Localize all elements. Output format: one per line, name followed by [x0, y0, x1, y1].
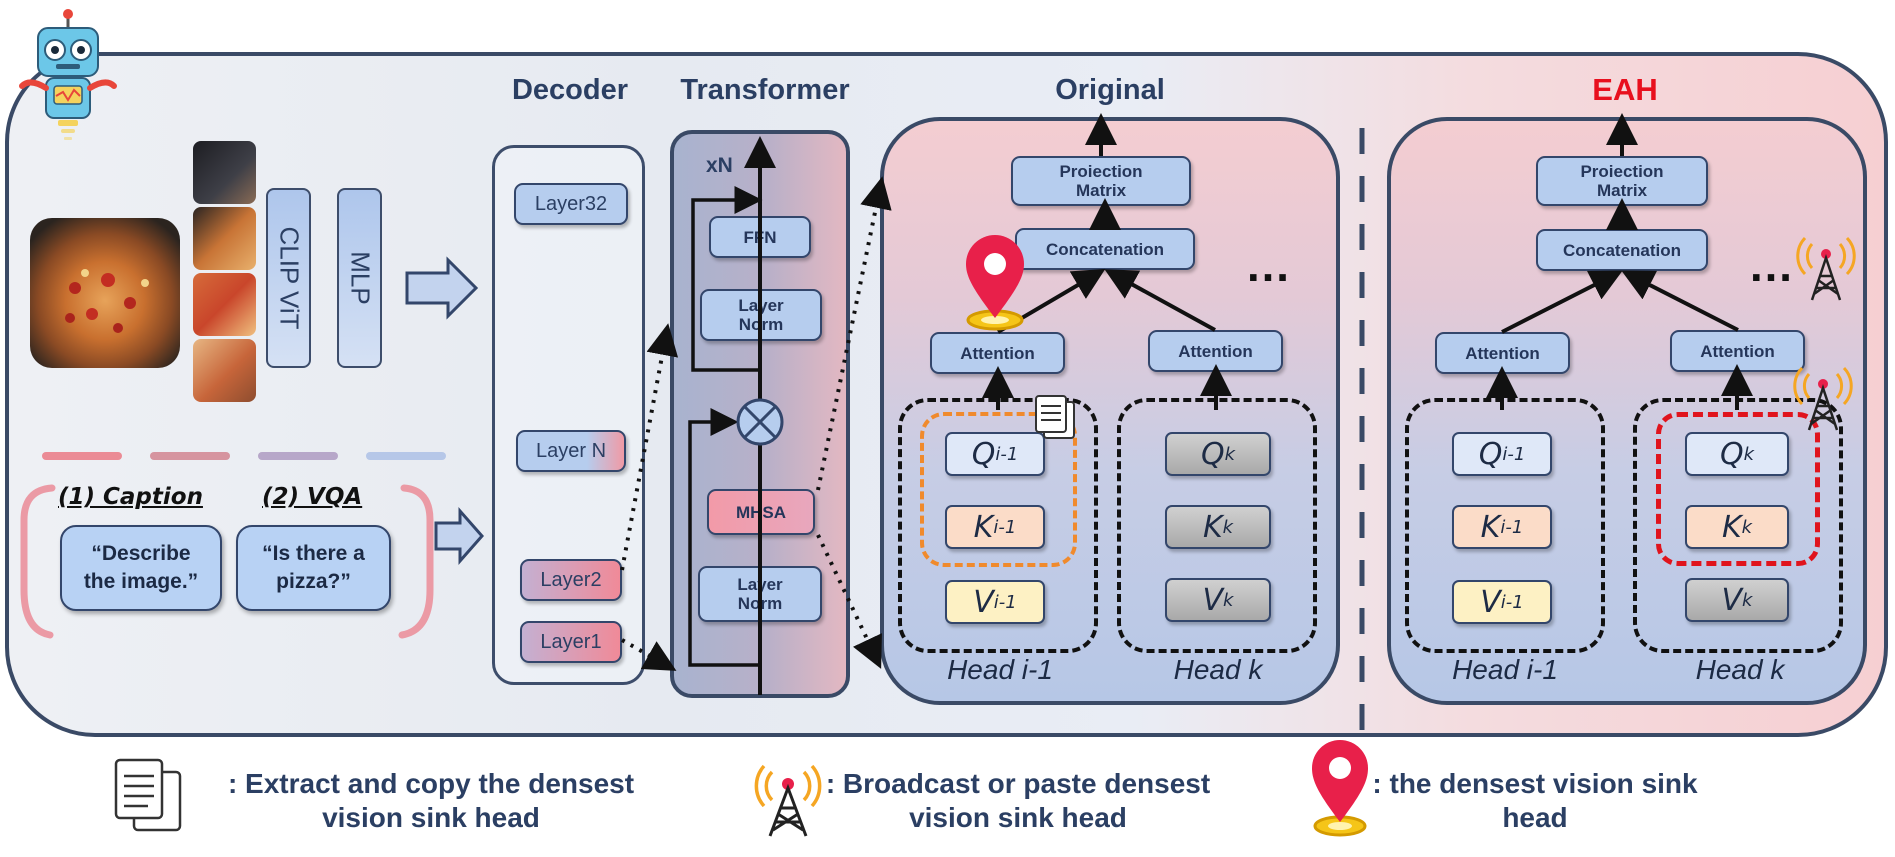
layer-norm-bottom-box: Layer Norm — [698, 566, 822, 622]
v-right-letter: V — [1202, 582, 1224, 618]
legend-location-pin-icon — [1312, 740, 1368, 837]
eah-q-left-sub: i-1 — [1502, 443, 1526, 465]
separator-bar-3 — [258, 452, 338, 460]
v-left-sub: i-1 — [993, 591, 1017, 613]
layer-norm-top-box: Layer Norm — [700, 289, 822, 341]
image-patch-2 — [193, 207, 256, 270]
eah-k-right-letter: K — [1721, 509, 1742, 545]
decoder-layern: Layer N — [516, 430, 626, 472]
eah-attention-right: Attention — [1670, 330, 1805, 372]
v-left-letter: V — [973, 584, 994, 620]
legend-copy-text: : Extract and copy the densest vision si… — [227, 768, 635, 833]
eah-v-right-letter: V — [1721, 582, 1743, 618]
decoder-frame — [492, 145, 645, 685]
repeat-label: xN — [706, 154, 733, 177]
q-left-letter: Q — [971, 436, 996, 472]
mhsa-box: MHSA — [707, 489, 815, 535]
q-right-sub: k — [1224, 443, 1236, 465]
clip-vit-label: CLIP ViT — [274, 226, 304, 330]
eah-head-right-label: Head k — [1695, 654, 1785, 685]
q-right-letter: Q — [1200, 436, 1225, 472]
pizza-toppings — [65, 269, 149, 333]
q-left-sub: i-1 — [995, 443, 1019, 465]
decoder-title: Decoder — [511, 74, 629, 106]
separator-bar-2 — [150, 452, 230, 460]
eah-q-right-letter: Q — [1719, 436, 1744, 472]
eah-concat-box: Concatenation — [1536, 229, 1708, 271]
pizza-image — [30, 218, 180, 368]
eah-ellipsis: … — [1748, 239, 1794, 291]
vqa-prompt-bubble: “Is there a pizza?” — [236, 525, 391, 611]
k-right-letter: K — [1202, 509, 1223, 545]
mlp-block: MLP — [337, 188, 382, 368]
original-ellipsis: … — [1245, 239, 1291, 291]
decoder-layer2: Layer2 — [520, 559, 622, 601]
caption-prompt-bubble: “Describe the image.” — [60, 525, 222, 611]
decoder-layer32: Layer32 — [514, 183, 628, 225]
eah-attention-left: Attention — [1435, 332, 1570, 374]
decoder-layer1: Layer1 — [520, 621, 622, 663]
eah-v-left-sub: i-1 — [1500, 591, 1524, 613]
image-patch-4 — [193, 339, 256, 402]
legend-pin-text: : the densest vision sink head — [1372, 768, 1698, 833]
original-title: Original — [1055, 74, 1165, 106]
original-head-right-label: Head k — [1173, 654, 1263, 685]
k-left-letter: K — [973, 509, 994, 545]
ffn-box: FFN — [709, 216, 811, 258]
original-head-left-label: Head i-1 — [947, 654, 1053, 685]
eah-q-left-letter: Q — [1478, 436, 1503, 472]
eah-k-left-sub: i-1 — [1500, 516, 1524, 538]
eah-title: EAH — [1592, 72, 1658, 107]
caption-label: (1) Caption — [58, 484, 203, 510]
original-concat-box: Concatenation — [1015, 228, 1195, 270]
eah-k-left-letter: K — [1480, 509, 1501, 545]
separator-bar-4 — [366, 452, 446, 460]
legend-broadcast-text: : Broadcast or paste densest vision sink… — [825, 768, 1211, 833]
robot-icon — [8, 8, 128, 148]
eah-sink-highlight — [1656, 412, 1820, 566]
v-right-sub: k — [1223, 589, 1234, 611]
original-sink-highlight — [920, 412, 1077, 567]
clip-vit-block: CLIP ViT — [266, 188, 311, 368]
k-left-sub: i-1 — [993, 516, 1017, 538]
eah-head-left-label: Head i-1 — [1452, 654, 1558, 685]
transformer-title: Transformer — [680, 74, 850, 106]
separator-bar-1 — [42, 452, 122, 460]
eah-projection-box: Proiection Matrix — [1536, 156, 1708, 206]
original-attention-right: Attention — [1148, 330, 1283, 372]
eah-q-right-sub: k — [1743, 443, 1755, 465]
legend-broadcast-tower-icon — [754, 764, 822, 837]
eah-v-right-sub: k — [1742, 589, 1753, 611]
vqa-label: (2) VQA — [262, 484, 363, 510]
k-right-sub: k — [1222, 516, 1234, 538]
image-patch-3 — [193, 273, 256, 336]
eah-head-left-group — [1405, 398, 1605, 653]
eah-k-right-sub: k — [1741, 516, 1753, 538]
original-projection-box: Proiection Matrix — [1011, 156, 1191, 206]
legend-document-copy-icon — [114, 758, 182, 832]
mlp-label: MLP — [345, 251, 375, 305]
image-patch-1 — [193, 141, 256, 204]
original-attention-left: Attention — [930, 332, 1065, 374]
eah-v-left-letter: V — [1480, 584, 1501, 620]
